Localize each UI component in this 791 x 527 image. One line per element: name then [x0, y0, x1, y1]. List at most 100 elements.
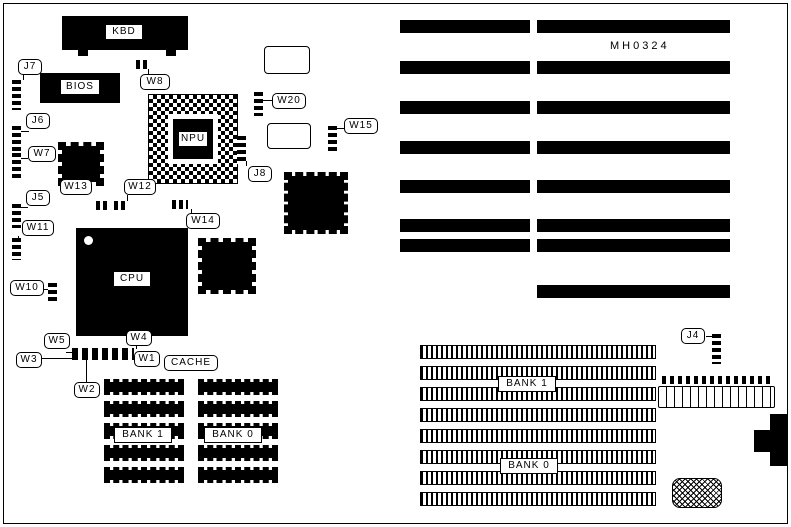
jumper-label-w10: W10 [10, 280, 44, 296]
jumper-label-w20: W20 [272, 93, 306, 109]
npu-label: NPU [178, 131, 208, 147]
jumper-j8 [237, 136, 246, 164]
lead-line-w3 [42, 358, 72, 359]
kbd-label: KBD [105, 24, 143, 40]
jumper-w12-b [114, 201, 128, 210]
oscillator-2 [267, 123, 311, 149]
power-connector-pins [662, 376, 772, 384]
left-bank0-label: BANK 0 [204, 427, 262, 443]
dram-chip-a1 [104, 379, 184, 395]
dram-chip-b2 [198, 401, 278, 417]
isa-slot-4-left [400, 141, 530, 154]
bios-label: BIOS [60, 79, 100, 95]
jumper-j6 [12, 126, 21, 152]
jumper-j7 [12, 80, 21, 110]
isa-slot-8 [537, 285, 730, 298]
jumper-label-j8: J8 [248, 166, 272, 182]
left-bank1-label: BANK 1 [114, 427, 172, 443]
right-bank1-label: BANK 1 [498, 376, 556, 392]
isa-slot-5-right [537, 180, 730, 193]
isa-slot-1-left [400, 20, 530, 33]
kbd-pin-tab-left [78, 50, 88, 56]
jumper-w8 [136, 60, 150, 69]
jumper-label-w12: W12 [124, 179, 156, 195]
jumper-w11 [12, 238, 21, 260]
jumper-label-w15: W15 [344, 118, 378, 134]
isa-slot-7-left [400, 239, 530, 252]
lead-line-w4 [136, 346, 137, 349]
lead-line-j8 [246, 161, 247, 166]
lead-line-w12 [127, 195, 128, 201]
isa-slot-3-left [400, 101, 530, 114]
jumper-w15 [328, 126, 337, 152]
jumper-label-j5: J5 [26, 190, 50, 206]
jumper-label-w14: W14 [186, 213, 220, 229]
lead-line-w10 [42, 289, 48, 290]
dram-chip-a4 [104, 445, 184, 461]
isa-slot-6-left [400, 219, 530, 232]
simm-socket-8 [420, 492, 656, 506]
jumper-label-j7: J7 [18, 59, 42, 75]
jumper-j4 [712, 334, 721, 364]
right-bank0-label: BANK 0 [500, 458, 558, 474]
cache-label: CACHE [164, 355, 218, 371]
lead-line-w14 [191, 209, 192, 214]
jumper-w14 [172, 200, 188, 209]
jumper-label-w8: W8 [140, 74, 170, 90]
chip-qfp-3 [198, 238, 256, 294]
power-connector-body [658, 386, 775, 408]
lead-line-w5 [66, 352, 72, 353]
lead-line-w8 [148, 69, 149, 74]
lead-line-w20 [263, 100, 272, 101]
jumper-label-w3: W3 [16, 352, 42, 368]
cpu-label: CPU [113, 271, 151, 287]
lead-line-w7 [21, 158, 28, 159]
cpu-pin1-dot [84, 236, 93, 245]
jumper-label-w4: W4 [126, 330, 152, 346]
lead-line-w11 [18, 236, 19, 240]
simm-socket-4 [420, 408, 656, 422]
kbd-pin-tab-right [166, 50, 176, 56]
isa-slot-3-right [537, 101, 730, 114]
jumper-label-w7: W7 [28, 146, 56, 162]
jumper-block-w1-w5 [72, 348, 134, 360]
chip-qfp-2 [284, 172, 348, 234]
lead-line-j5 [21, 207, 28, 208]
lead-line-j7 [23, 75, 24, 80]
isa-slot-7-right [537, 239, 730, 252]
jumper-label-j4: J4 [681, 328, 705, 344]
lead-line-j4 [706, 336, 712, 337]
isa-slot-5-left [400, 180, 530, 193]
isa-slot-2-right [537, 61, 730, 74]
jumper-w12-a [96, 201, 110, 210]
speaker-component [672, 478, 722, 508]
jumper-label-j6: J6 [26, 113, 50, 129]
simm-socket-5 [420, 429, 656, 443]
jumper-label-w1: W1 [134, 351, 160, 367]
jumper-label-w5: W5 [44, 333, 70, 349]
jumper-label-w11: W11 [22, 220, 54, 236]
lead-line-w15 [337, 128, 344, 129]
dram-chip-a2 [104, 401, 184, 417]
jumper-w7 [12, 153, 21, 179]
isa-slot-1-right [537, 20, 730, 33]
simm-socket-1 [420, 345, 656, 359]
board-outline [3, 3, 788, 524]
edge-connector [770, 414, 787, 466]
board-id: MH0324 [610, 40, 670, 52]
lead-line-w2 [86, 360, 87, 382]
edge-connector-stub [754, 430, 770, 452]
jumper-w20 [254, 92, 263, 116]
jumper-w10 [48, 283, 57, 303]
lead-line-j6 [21, 131, 29, 132]
dram-chip-a5 [104, 467, 184, 483]
dram-chip-b5 [198, 467, 278, 483]
isa-slot-6-right [537, 219, 730, 232]
isa-slot-2-left [400, 61, 530, 74]
isa-slot-4-right [537, 141, 730, 154]
dram-chip-b4 [198, 445, 278, 461]
jumper-label-w13: W13 [60, 179, 92, 195]
jumper-label-w2: W2 [74, 382, 100, 398]
dram-chip-b1 [198, 379, 278, 395]
